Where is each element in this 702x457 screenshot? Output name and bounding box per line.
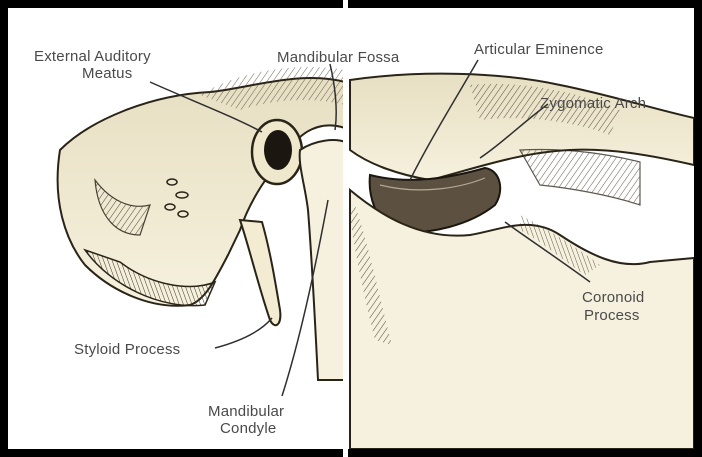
label-mandibular-fossa: Mandibular Fossa <box>277 49 400 66</box>
panel-divider <box>343 0 348 457</box>
label-condyle: Condyle <box>220 420 276 437</box>
label-articular-eminence: Articular Eminence <box>474 41 603 58</box>
label-zygomatic-arch: Zygomatic Arch <box>540 95 646 112</box>
label-coronoid: Coronoid <box>582 289 644 306</box>
label-styloid-process: Styloid Process <box>74 341 180 358</box>
label-process: Process <box>584 307 640 324</box>
label-external-auditory: External Auditory <box>34 48 151 65</box>
label-meatus: Meatus <box>82 65 132 82</box>
label-mandibular: Mandibular <box>208 403 284 420</box>
